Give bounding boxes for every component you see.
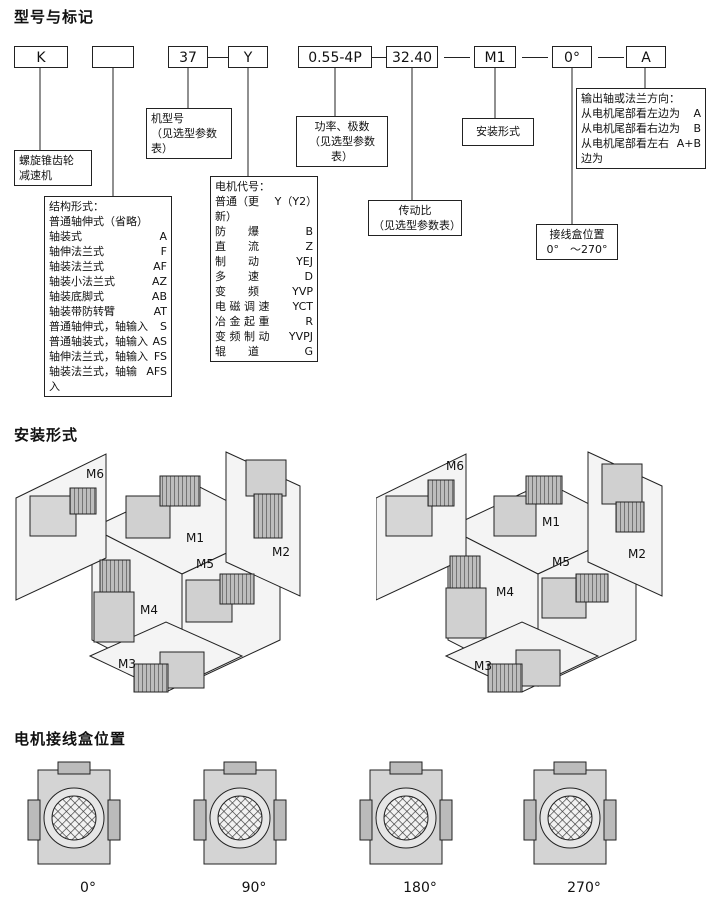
code-separator	[522, 57, 548, 58]
heading-junction-box: 电机接线盒位置	[14, 730, 127, 748]
heading-model-marking: 型号与标记	[14, 8, 95, 26]
note-ratio: 传动比（见选型参数表）	[368, 200, 462, 236]
code-box-ratio: 32.40	[386, 46, 438, 68]
note-mount-form: 安装形式	[462, 118, 534, 146]
mounting-diagram-left: M6 M1 M2 M5 M4 M3	[15, 451, 301, 693]
mount-label-m5: M5	[552, 555, 570, 569]
code-box-angle: 0°	[552, 46, 592, 68]
code-separator	[208, 57, 228, 58]
mount-label-m6: M6	[86, 467, 104, 481]
mount-label-m1: M1	[186, 531, 204, 545]
note-model-number: 机型号（见选型参数表）	[146, 108, 232, 159]
code-box-y: Y	[228, 46, 268, 68]
mounting-diagram-right: M6 M1 M2 M5 M4 M3	[376, 451, 663, 693]
mount-label-m2: M2	[272, 545, 290, 559]
jbox-angle-180: 180°	[403, 880, 437, 896]
code-box-blank	[92, 46, 134, 68]
code-box-mount: M1	[474, 46, 516, 68]
code-box-size: 37	[168, 46, 208, 68]
jbox-angle-270: 270°	[567, 880, 601, 896]
code-box-direction: A	[626, 46, 666, 68]
mount-label-m1: M1	[542, 515, 560, 529]
code-box-power: 0.55-4P	[298, 46, 372, 68]
code-separator	[444, 57, 470, 58]
jbox-angle-0: 0°	[80, 880, 96, 896]
mount-label-m6: M6	[446, 459, 464, 473]
mount-label-m3: M3	[474, 659, 492, 673]
code-box-k: K	[14, 46, 68, 68]
mount-label-m4: M4	[140, 603, 158, 617]
code-separator	[598, 57, 624, 58]
mount-label-m5: M5	[196, 557, 214, 571]
code-separator	[372, 57, 386, 58]
leader-lines	[39, 68, 646, 224]
mount-label-m4: M4	[496, 585, 514, 599]
mount-label-m3: M3	[118, 657, 136, 671]
heading-mounting: 安装形式	[14, 426, 79, 444]
note-power-poles: 功率、极数（见选型参数表）	[296, 116, 388, 167]
mount-label-m2: M2	[628, 547, 646, 561]
junction-box-diagrams	[27, 761, 617, 865]
note-spiral-gear: 螺旋锥齿轮减速机	[14, 150, 92, 186]
jbox-angle-90: 90°	[241, 880, 267, 896]
